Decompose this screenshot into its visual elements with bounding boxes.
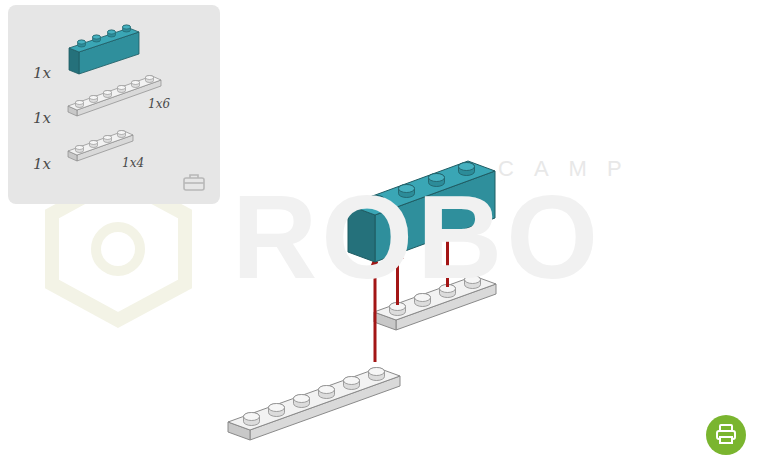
- watermark-text: CAMP: [498, 158, 642, 180]
- parts-panel: [8, 5, 220, 204]
- plate-1x6: [228, 368, 400, 441]
- case-icon: [184, 175, 204, 190]
- part-size: 1x6: [148, 98, 170, 110]
- watermark-ring: [96, 227, 140, 271]
- part-quantity: 1x: [33, 66, 51, 81]
- part-size: 1x4: [122, 157, 144, 169]
- part-brick-1x4: [69, 25, 139, 74]
- part-quantity: 1x: [33, 111, 51, 126]
- print-button: [706, 415, 746, 455]
- watermark-text: ROBO: [232, 178, 602, 296]
- part-quantity: 1x: [33, 157, 51, 172]
- part-plate-1x6: [68, 76, 161, 117]
